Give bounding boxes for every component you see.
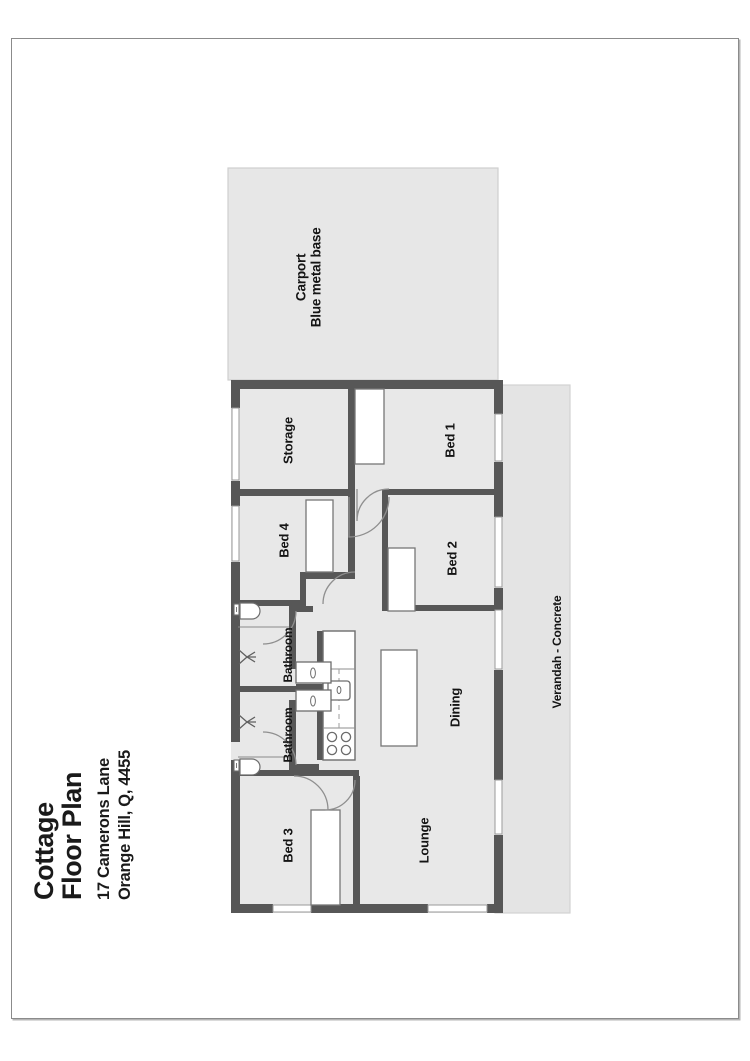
room-label-bathroom-lower-text: Bathroom xyxy=(281,707,295,763)
room-label-lounge: Lounge xyxy=(417,796,432,886)
room-label-storage-text: Storage xyxy=(280,417,296,465)
room-label-bed4-text: Bed 4 xyxy=(276,523,292,558)
room-label-storage: Storage xyxy=(281,396,296,486)
title-block: Cottage Floor Plan 17 Camerons Lane Oran… xyxy=(29,600,190,900)
verandah-label: Verandah - Concrete xyxy=(550,557,564,747)
room-label-bed3-text: Bed 3 xyxy=(280,828,296,863)
room-label-bed2-text: Bed 2 xyxy=(444,541,460,576)
carport-label: Carport Blue metal base xyxy=(294,207,325,347)
room-label-lounge-text: Lounge xyxy=(416,817,432,864)
address-line1: 17 Camerons Lane xyxy=(95,758,114,900)
address-line2: Orange Hill, Q, 4455 xyxy=(115,750,134,900)
verandah-label-text: Verandah - Concrete xyxy=(550,595,564,709)
room-label-bed3: Bed 3 xyxy=(281,801,296,891)
room-label-dining-text: Dining xyxy=(447,687,463,728)
room-label-bed4: Bed 4 xyxy=(277,496,292,586)
room-label-bathroom-lower: Bathroom xyxy=(281,680,295,790)
room-label-dining: Dining xyxy=(448,663,463,753)
room-label-bed1-text: Bed 1 xyxy=(442,423,458,458)
room-label-bed1: Bed 1 xyxy=(443,396,458,486)
room-label-bed2: Bed 2 xyxy=(445,514,460,604)
carport-label-line1: Carport xyxy=(293,253,309,302)
carport-label-line2: Blue metal base xyxy=(309,227,324,328)
plan-title-line2: Floor Plan xyxy=(57,771,88,900)
room-label-bathroom-upper-text: Bathroom xyxy=(281,627,295,683)
plan-title-line1: Cottage xyxy=(29,802,59,900)
